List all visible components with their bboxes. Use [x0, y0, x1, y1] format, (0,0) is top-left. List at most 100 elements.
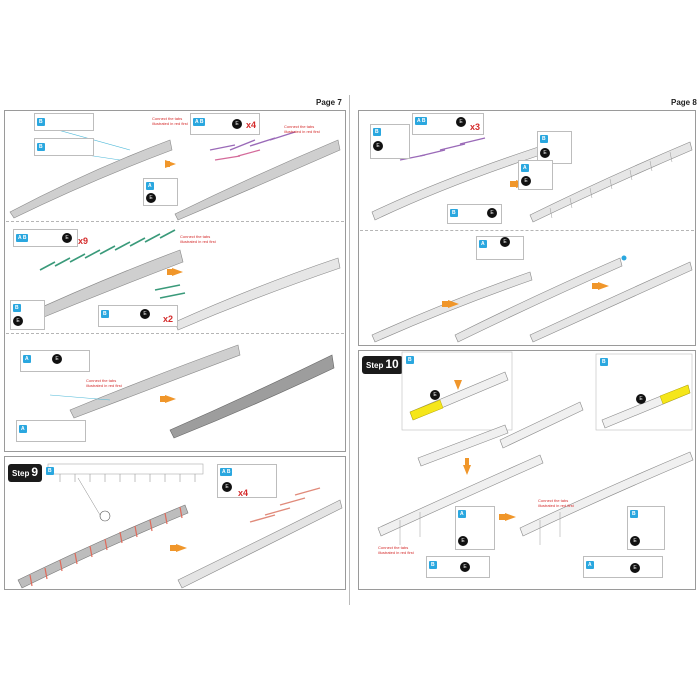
part-tag-b: B	[101, 310, 109, 318]
tool-e-icon: E	[13, 316, 23, 326]
page-divider	[349, 95, 350, 605]
part-callout	[16, 420, 86, 442]
instruction-note: Connect the tabs illustrated in red firs…	[284, 124, 320, 134]
tool-e-icon: E	[62, 233, 72, 243]
tool-e-icon: E	[460, 562, 470, 572]
arrow-icon	[454, 380, 462, 390]
tool-e-icon: E	[630, 536, 640, 546]
part-callout	[412, 113, 484, 135]
tool-e-icon: E	[52, 354, 62, 364]
hull-assembly	[177, 499, 343, 589]
arrow-icon	[172, 268, 183, 276]
instruction-note: Connect the tabs illustrated in red firs…	[86, 378, 122, 388]
part-tag-a: A	[458, 510, 466, 518]
hull-panel	[17, 249, 184, 327]
part-tag-a: A	[146, 182, 154, 190]
tool-e-icon: E	[487, 208, 497, 218]
tool-e-icon: E	[373, 141, 383, 151]
quantity-multiplier: x4	[246, 120, 257, 130]
part-tag-b: B	[406, 356, 414, 364]
quantity-multiplier: x3	[470, 122, 481, 132]
arrow-icon	[448, 300, 459, 308]
section-divider	[6, 221, 344, 222]
tool-e-icon: E	[636, 394, 646, 404]
arrow-icon	[598, 282, 609, 290]
part-tag-ab: A B	[16, 234, 29, 242]
hull-panel	[69, 344, 241, 419]
part-callout	[34, 113, 94, 131]
part-tag-b: B	[429, 561, 437, 569]
tool-e-icon: E	[540, 148, 550, 158]
part-tag-ab: A B	[415, 117, 428, 125]
hull-panel	[174, 139, 341, 221]
part-tag-a: A	[521, 164, 529, 172]
hull-panel	[9, 139, 173, 219]
step-word: Step	[366, 361, 384, 370]
arrow-icon	[463, 465, 471, 475]
quantity-multiplier: x9	[78, 236, 89, 246]
part-tag-a: A	[479, 240, 487, 248]
page-number-left: Page 7	[316, 98, 342, 107]
hull-assembly	[529, 141, 693, 223]
part-tag-a: A	[23, 355, 31, 363]
tool-e-icon: E	[146, 193, 156, 203]
hull-assembly	[529, 261, 693, 343]
instruction-note: Connect the tabs illustrated in red firs…	[538, 498, 574, 508]
hull-assembly	[371, 271, 533, 343]
quantity-multiplier: x4	[238, 488, 249, 498]
hull-assembly	[17, 504, 189, 589]
arrow-icon	[176, 544, 187, 552]
section-divider	[360, 230, 694, 231]
part-tag-a: A	[19, 425, 27, 433]
part-callout	[13, 229, 78, 247]
part-callout	[190, 113, 260, 135]
part-tag-ab: A B	[193, 118, 206, 126]
arrow-icon	[505, 513, 516, 521]
step-number: 10	[385, 357, 399, 371]
tool-e-icon: E	[232, 119, 242, 129]
part-tag-b: B	[630, 510, 638, 518]
part-tag-b: B	[37, 118, 45, 126]
highlighted-part	[659, 384, 691, 405]
tool-e-icon: E	[140, 309, 150, 319]
tool-e-icon: E	[458, 536, 468, 546]
part-tag-b: B	[13, 304, 21, 312]
part-tag-b: B	[46, 467, 54, 475]
tool-e-icon: E	[500, 237, 510, 247]
part-tag-ab: A B	[220, 468, 233, 476]
part-tag-b: B	[37, 143, 45, 151]
part-callout	[583, 556, 663, 578]
part-callout	[34, 138, 94, 156]
part-tag-b: B	[373, 128, 381, 136]
page-number-right: Page 8	[671, 98, 697, 107]
tool-e-icon: E	[430, 390, 440, 400]
hull-assembly	[519, 451, 694, 537]
tool-e-icon: E	[456, 117, 466, 127]
section-divider	[6, 333, 344, 334]
part-callout	[426, 556, 490, 578]
part-tag-b: B	[450, 209, 458, 217]
hull-panel	[174, 257, 341, 331]
part-tag-a: A	[586, 561, 594, 569]
tool-e-icon: E	[521, 176, 531, 186]
tool-e-icon: E	[222, 482, 232, 492]
part-callout	[98, 305, 178, 327]
instruction-note: Connect the tabs illustrated in red firs…	[180, 234, 216, 244]
hull-panel	[169, 354, 335, 439]
instruction-note: Connect the tabs illustrated in red firs…	[378, 545, 414, 555]
step-number: 9	[31, 465, 39, 479]
arrow-icon	[165, 395, 176, 403]
hull-assembly	[454, 257, 623, 343]
part-tag-b: B	[540, 135, 548, 143]
tool-e-icon: E	[630, 563, 640, 573]
step-word: Step	[12, 469, 30, 478]
quantity-multiplier: x2	[163, 314, 174, 324]
part-tag-b: B	[600, 358, 608, 366]
highlighted-part	[409, 399, 444, 421]
